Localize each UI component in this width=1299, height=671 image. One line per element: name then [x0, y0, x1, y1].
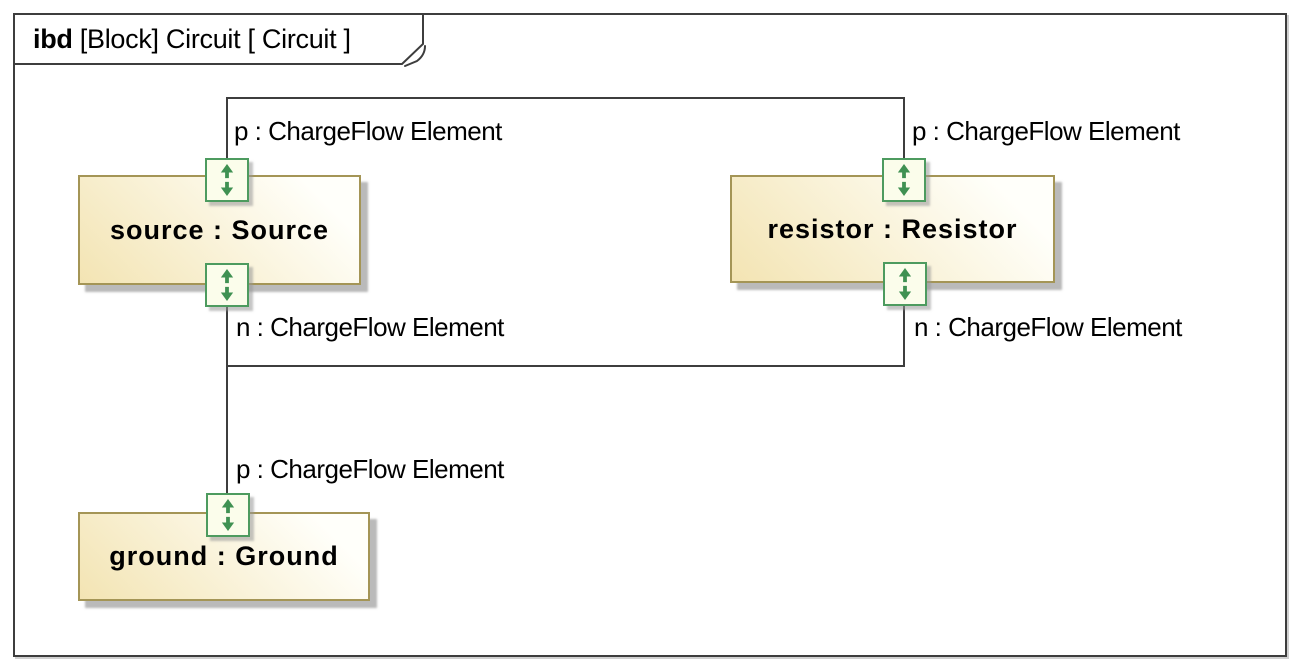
port-label-source-n[interactable]: n : ChargeFlow Element	[236, 312, 504, 342]
port-source-p[interactable]	[205, 158, 249, 202]
frame-title-tab[interactable]	[13, 13, 424, 65]
port-label-source-p[interactable]: p : ChargeFlow Element	[234, 116, 502, 146]
frame-title-tab-fold	[404, 45, 426, 67]
port-label-ground-p[interactable]: p : ChargeFlow Element	[236, 454, 504, 484]
port-ground-p[interactable]	[206, 493, 250, 537]
port-label-resistor-p[interactable]: p : ChargeFlow Element	[912, 116, 1180, 146]
port-label-resistor-n[interactable]: n : ChargeFlow Element	[914, 312, 1182, 342]
port-direction-arrows-icon	[898, 267, 912, 301]
diagram-kind-keyword: ibd	[33, 24, 73, 54]
connector-source-p-resistor-p[interactable]	[226, 97, 905, 158]
part-ground-label: ground : Ground	[109, 541, 339, 571]
part-ground[interactable]: ground : Ground	[78, 512, 370, 601]
port-direction-arrows-icon	[221, 498, 235, 532]
port-resistor-p[interactable]	[882, 158, 926, 202]
port-direction-arrows-icon	[220, 268, 234, 302]
connector-resistor-n-junction[interactable]	[227, 306, 905, 367]
port-direction-arrows-icon	[897, 163, 911, 197]
diagram-title-rest: [Block] Circuit [ Circuit ]	[72, 24, 351, 54]
port-source-n[interactable]	[205, 263, 249, 307]
diagram-frame	[13, 13, 1287, 657]
port-direction-arrows-icon	[220, 163, 234, 197]
part-source-label: source : Source	[109, 214, 330, 245]
part-resistor-label: resistor : Resistor	[767, 213, 1018, 244]
diagram-title: ibd [Block] Circuit [ Circuit ]	[33, 24, 413, 54]
port-resistor-n[interactable]	[883, 262, 927, 306]
